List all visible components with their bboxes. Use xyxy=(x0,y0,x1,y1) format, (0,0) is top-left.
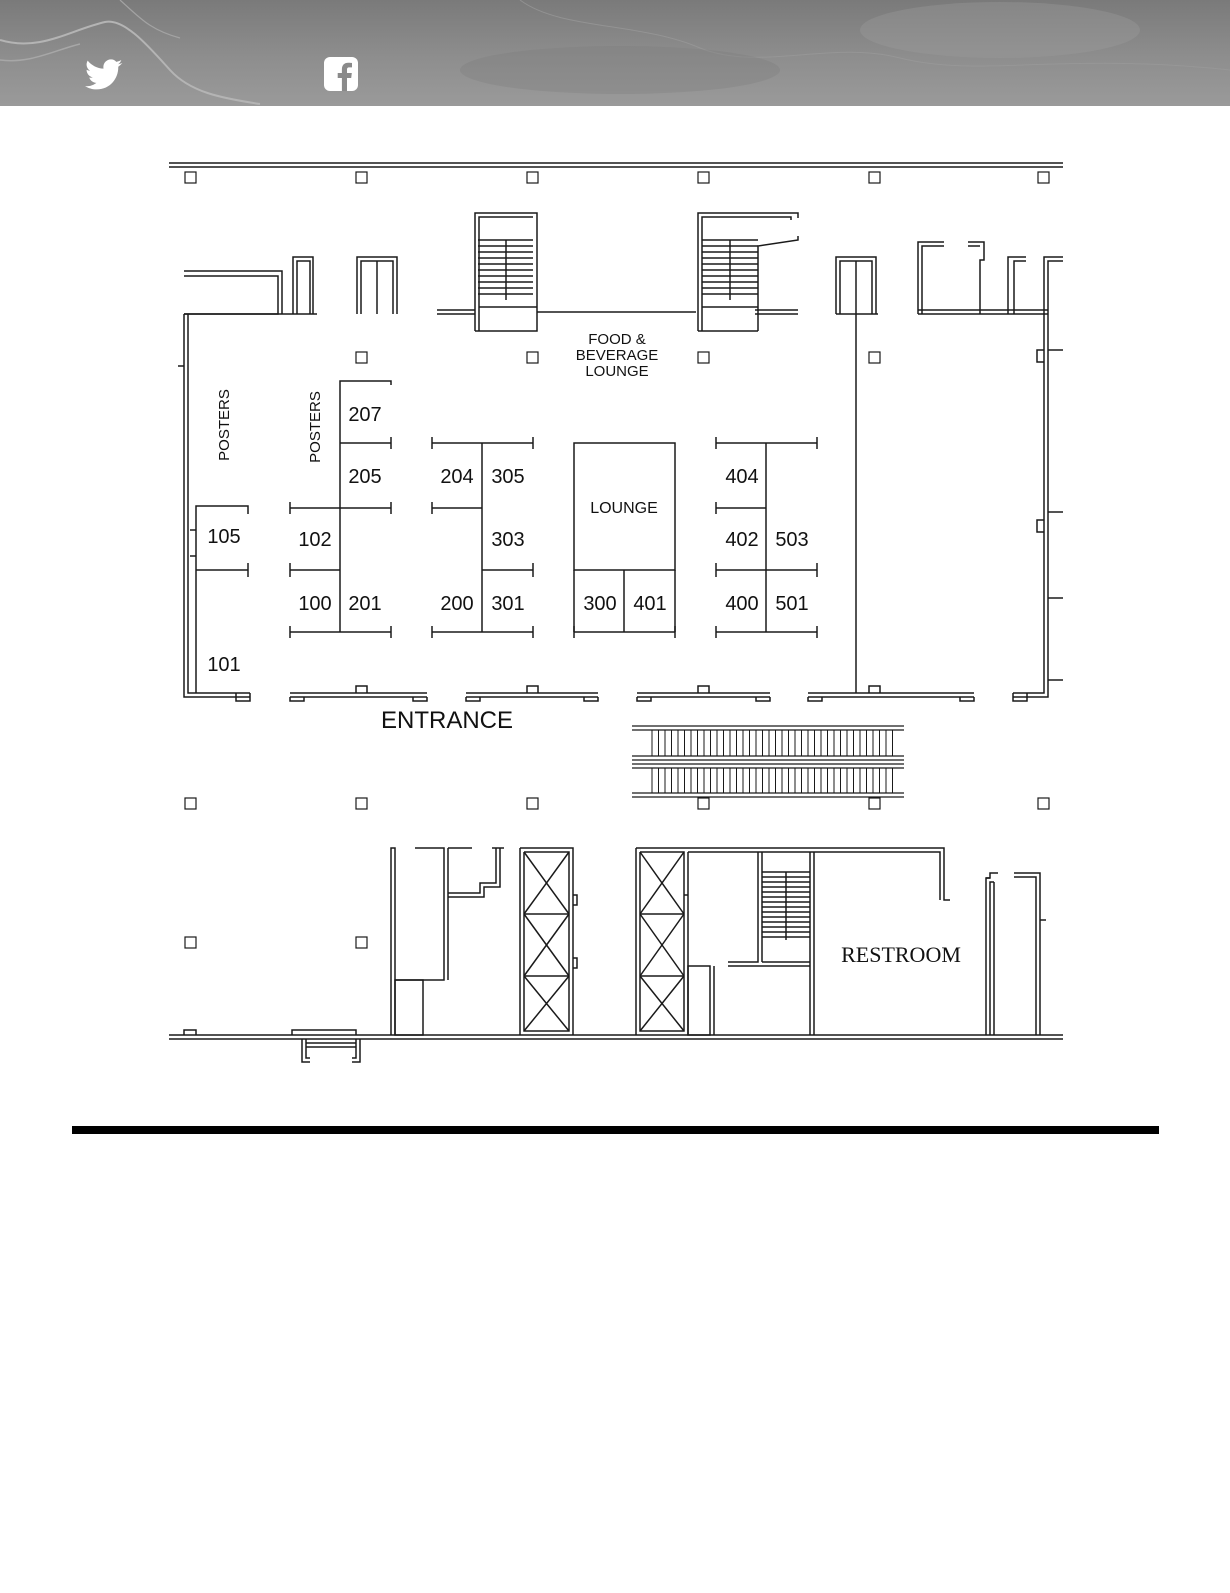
hall-east-wall xyxy=(855,314,1063,702)
booth-grid xyxy=(289,380,818,638)
booth-label: 400 xyxy=(725,593,758,615)
booth-label: 402 xyxy=(725,529,758,551)
facebook-icon[interactable] xyxy=(324,57,358,91)
posters-label-left: POSTERS xyxy=(216,389,233,461)
stairwell-north-2 xyxy=(697,212,799,332)
twitter-icon[interactable] xyxy=(85,58,123,92)
booth-label: 101 xyxy=(207,654,240,676)
food-lounge-label-1: FOOD & xyxy=(588,331,646,348)
booth-label: 300 xyxy=(583,593,616,615)
lower-core xyxy=(169,847,1063,1063)
hall-north-wall xyxy=(184,241,1063,315)
floor-plan: FOOD & BEVERAGE LOUNGE POSTERS POSTERS L… xyxy=(169,162,1063,1063)
booth-label: 105 xyxy=(207,526,240,548)
booth-label: 301 xyxy=(491,593,524,615)
escalators xyxy=(632,725,904,798)
booth-label: 303 xyxy=(491,529,524,551)
booth-label: 503 xyxy=(775,529,808,551)
section-divider xyxy=(72,1126,1159,1134)
entrance-label: ENTRANCE xyxy=(381,707,513,734)
food-lounge-label-2: BEVERAGE xyxy=(576,347,659,364)
map-texture xyxy=(0,0,1230,105)
booth-label: 201 xyxy=(348,593,381,615)
outer-wall-top xyxy=(169,162,1063,168)
booth-label: 100 xyxy=(298,593,331,615)
lounge-label: LOUNGE xyxy=(590,500,658,517)
booth-label: 401 xyxy=(633,593,666,615)
stairwell-north-1 xyxy=(474,212,538,332)
booth-label: 205 xyxy=(348,466,381,488)
hall-south-wall xyxy=(289,685,975,702)
booth-label: 200 xyxy=(440,593,473,615)
plan-labels: FOOD & BEVERAGE LOUNGE POSTERS POSTERS L… xyxy=(207,331,961,967)
hall-west-wall xyxy=(178,314,251,702)
booth-label: 404 xyxy=(725,466,758,488)
booth-label: 102 xyxy=(298,529,331,551)
booth-label: 501 xyxy=(775,593,808,615)
header-banner xyxy=(0,0,1230,106)
columns xyxy=(184,171,1050,949)
booth-label: 204 xyxy=(440,466,473,488)
booth-label: 305 xyxy=(491,466,524,488)
booth-label: 207 xyxy=(348,404,381,426)
posters-label-inner: POSTERS xyxy=(307,391,324,463)
escalator-steps xyxy=(651,730,893,793)
food-lounge-label-3: LOUNGE xyxy=(585,363,648,380)
restroom-label: RESTROOM xyxy=(841,942,961,967)
